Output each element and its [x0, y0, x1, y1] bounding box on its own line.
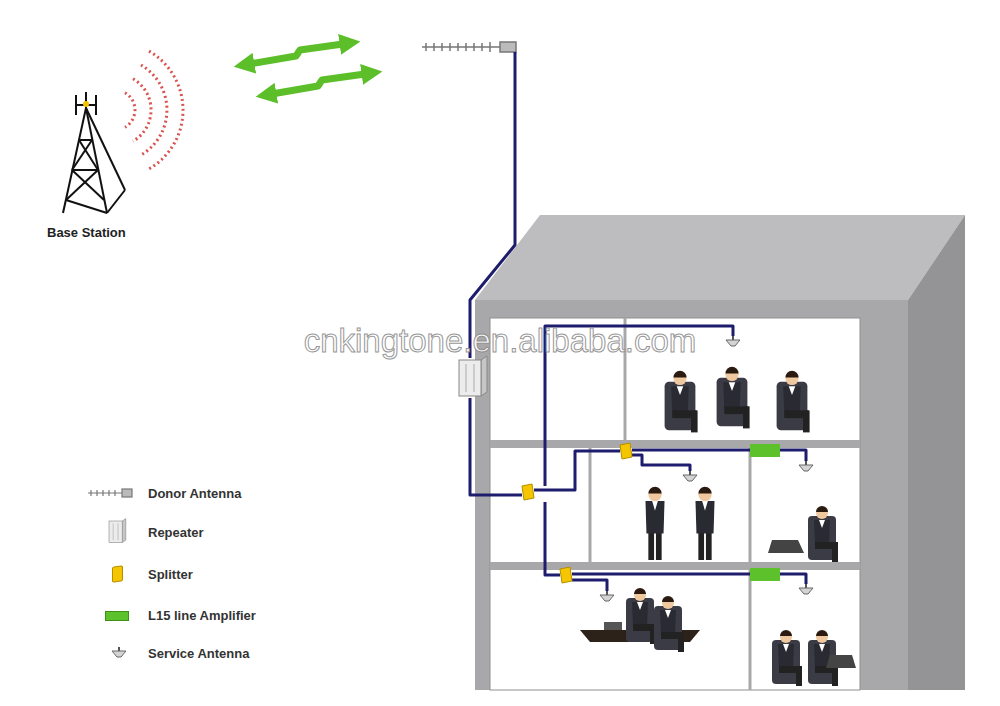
legend-icons: [88, 489, 132, 657]
system-components: [459, 336, 813, 601]
base-station-tower: [63, 92, 125, 213]
legend-label: Repeater: [148, 525, 204, 541]
station-label: Base Station: [47, 225, 126, 241]
feeder-cables: [470, 52, 806, 591]
legend-label: L15 line Amplifier: [148, 608, 256, 624]
legend-swatch: [112, 565, 123, 583]
donor-antenna: [422, 42, 516, 52]
legend-label: Service Antenna: [148, 646, 249, 662]
watermark: cnkingtone.en.alibaba.com: [304, 322, 697, 360]
building: [475, 215, 965, 690]
legend-swatch: [105, 611, 129, 621]
legend-label: Donor Antenna: [148, 486, 241, 502]
legend-label: Splitter: [148, 567, 193, 583]
signal-arrows: [244, 43, 372, 95]
people: [580, 367, 856, 686]
radio-waves: [125, 51, 183, 169]
